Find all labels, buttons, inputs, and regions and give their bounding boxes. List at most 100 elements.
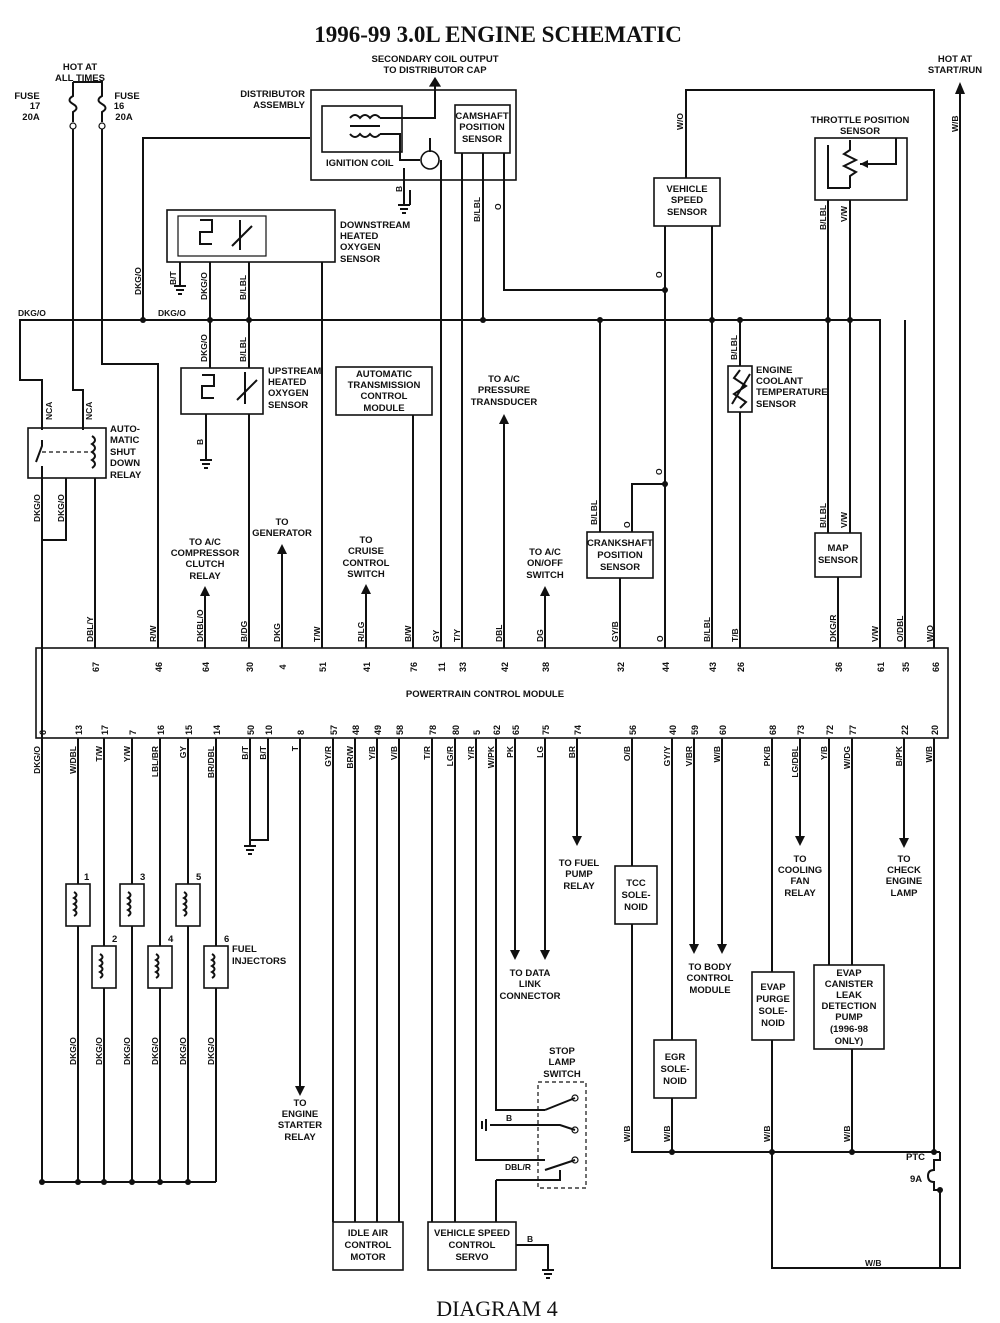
egr-solenoid-label: EGR SOLE- NOID — [660, 1052, 689, 1087]
svg-text:SENSOR: SENSOR — [756, 399, 796, 410]
svg-text:TEMPERATURE: TEMPERATURE — [756, 387, 828, 398]
svg-text:PTC: PTC — [906, 1152, 925, 1163]
fuel-pump-label: TO FUEL PUMP RELAY — [559, 858, 600, 892]
svg-text:TO DATA: TO DATA — [510, 968, 551, 979]
svg-text:HEATED: HEATED — [340, 231, 378, 242]
pcm-bottom-pin: 13W/DBL — [68, 725, 84, 800]
pcm-top-pin: 35 O/DBL — [895, 616, 911, 672]
svg-text:INJECTORS: INJECTORS — [232, 956, 286, 967]
pin-wire-color: PK — [505, 745, 515, 758]
pin-number: 73 — [796, 725, 806, 735]
svg-text:FUEL: FUEL — [232, 944, 257, 955]
switch-ground — [481, 1119, 545, 1131]
pin-number: 35 — [901, 662, 911, 672]
downstream-o2-box — [166, 209, 336, 263]
pin-wire-color: BR/W — [345, 745, 355, 769]
svg-text:17: 17 — [30, 101, 41, 112]
svg-text:PUMP: PUMP — [565, 869, 593, 880]
svg-text:DOWN: DOWN — [110, 458, 140, 469]
pin-number: 6 — [38, 730, 48, 735]
svg-text:ASSEMBLY: ASSEMBLY — [253, 100, 306, 111]
svg-text:ONLY): ONLY) — [835, 1036, 864, 1047]
svg-text:PUMP: PUMP — [835, 1012, 863, 1023]
pin-wire-color: O/DBL — [895, 616, 905, 642]
upstream-wires — [205, 320, 250, 648]
pin-number: 68 — [768, 725, 778, 735]
pin-wire-color: B/PK — [894, 745, 904, 766]
svg-text:SENSOR: SENSOR — [462, 134, 502, 145]
svg-text:CAMSHAFT: CAMSHAFT — [455, 111, 508, 122]
pin-number: 22 — [900, 725, 910, 735]
svg-text:SECONDARY COIL OUTPUT: SECONDARY COIL OUTPUT — [371, 54, 498, 65]
pin-wire-color: V/BR — [684, 746, 694, 766]
bus-wire-dkgo-left: DKG/O — [18, 308, 46, 318]
svg-text:COOLING: COOLING — [778, 865, 822, 876]
pcm-top-pin: 66W/O — [925, 625, 941, 672]
asd-relay-label: AUTO- MATIC SHUT DOWN RELAY — [110, 424, 142, 481]
svg-text:SENSOR: SENSOR — [340, 254, 380, 265]
pin-wire-color: DKG — [272, 623, 282, 642]
pcm-bottom-pin: 58V/B — [389, 725, 405, 800]
ignition-coil-windings — [349, 114, 381, 138]
ac-onoff-arrow — [540, 586, 550, 596]
ac-pressure-label: TO A/C PRESSURE TRANSDUCER — [471, 374, 538, 408]
pin-wire-color: B/T — [258, 745, 268, 760]
pin-number: 41 — [362, 662, 372, 672]
pin-wire-color: W/DBL — [68, 746, 78, 774]
pin-number: 13 — [74, 725, 84, 735]
pin-number: 32 — [616, 662, 626, 672]
svg-text:SHUT: SHUT — [110, 447, 136, 458]
svg-text:CLUTCH: CLUTCH — [185, 559, 224, 570]
downstream-heater — [199, 219, 213, 245]
svg-text:RELAY: RELAY — [284, 1132, 316, 1143]
asd-dkgo-wire — [19, 319, 881, 648]
svg-text:4: 4 — [168, 934, 174, 945]
pin-number: 76 — [409, 662, 419, 672]
pin-number: 51 — [318, 662, 328, 672]
data-link-arrows — [510, 950, 550, 960]
pcm-top-pin: 44O — [655, 635, 671, 672]
pin-wire-color: V/W — [870, 625, 880, 642]
vss-wires — [664, 89, 935, 648]
svg-text:SENSOR: SENSOR — [667, 207, 707, 218]
pin-number: 74 — [573, 725, 583, 735]
injector-2 — [91, 945, 117, 989]
downstream-ground — [174, 285, 186, 295]
pin-wire-color: DBL — [494, 625, 504, 642]
svg-text:ALL TIMES: ALL TIMES — [55, 73, 105, 84]
asd-wire-dkgo-2: DKG/O — [32, 494, 42, 522]
svg-text:DETECTION: DETECTION — [822, 1001, 877, 1012]
fuse-17-terminal — [69, 122, 77, 130]
distributor-ground — [398, 168, 410, 214]
svg-text:START/RUN: START/RUN — [928, 65, 982, 76]
injector-number-labels: 1 2 3 4 5 6 — [84, 872, 229, 945]
map-wire-vw: V/W — [839, 511, 849, 528]
upstream-o2-box — [180, 367, 264, 415]
svg-text:AUTOMATIC: AUTOMATIC — [356, 369, 412, 380]
check-engine-label: TO CHECK ENGINE LAMP — [886, 854, 922, 899]
svg-text:UPSTREAM: UPSTREAM — [268, 366, 321, 377]
svg-text:SWITCH: SWITCH — [543, 1069, 581, 1080]
svg-text:DKG/O: DKG/O — [178, 1037, 188, 1065]
svg-text:CONTROL: CONTROL — [343, 558, 390, 569]
upstream-ground — [200, 459, 212, 469]
pin-wire-color: DG — [535, 629, 545, 642]
svg-text:FUSE: FUSE — [14, 91, 39, 102]
svg-text:FAN: FAN — [791, 876, 810, 887]
tcc-solenoid-box — [614, 865, 658, 925]
pin-number: 16 — [156, 725, 166, 735]
secondary-output-wire — [380, 80, 436, 119]
svg-text:OXYGEN: OXYGEN — [340, 242, 381, 253]
transistor-leads — [409, 138, 431, 205]
svg-text:(1996-98: (1996-98 — [830, 1024, 868, 1035]
svg-text:TO BODY: TO BODY — [688, 962, 732, 973]
pin-wire-color: B/LBL — [702, 617, 712, 642]
stop-lamp-switch-label: STOP LAMP SWITCH — [543, 1046, 581, 1080]
svg-text:2: 2 — [112, 934, 117, 945]
svg-text:CONTROL: CONTROL — [361, 391, 408, 402]
downstream-o2-inner — [177, 215, 267, 257]
